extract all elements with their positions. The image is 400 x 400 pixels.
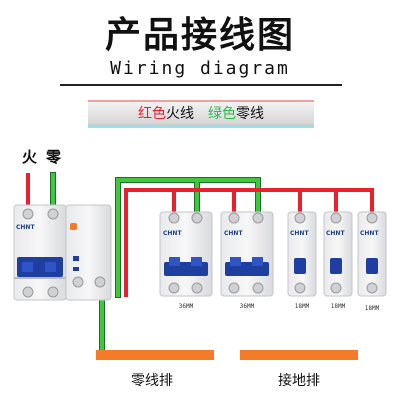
breaker-1p-3: CHNT 18MM [287,211,317,310]
neutral-distribution-core [116,178,260,297]
legend-live-label: 火线 [166,106,194,122]
breaker-2p-1: CHNT 36MM [159,211,213,310]
title-chinese: 产品接线图 [104,14,295,56]
title-english: Wiring diagram [110,58,290,79]
breaker-5-toggle [366,258,378,274]
breaker-4-brand: CHNT [326,230,345,237]
live-distribution-wire [124,188,374,297]
rcd-test-button [70,223,77,230]
breaker-1p-4: CHNT 18MM [323,211,353,310]
neutral-wires [50,172,261,358]
title-underline [60,84,342,86]
breaker-1p-5: CHNT 18MM [357,211,387,312]
legend-neutral-label: 零线 [236,106,264,122]
breaker-2p-2: CHNT 36MM [220,211,274,310]
legend-red-word: 红色 [138,106,166,122]
live-wires [26,173,374,297]
main-breaker-brand: CHNT [16,224,35,231]
breaker-3-brand: CHNT [290,230,309,237]
breaker-4-toggle [330,258,342,274]
neutral-terminal-label: 零 [46,148,62,166]
breaker-2-brand: CHNT [224,230,243,237]
ground-busbar-label: 接地排 [278,373,320,389]
breaker-3-toggle [294,258,306,274]
neutral-busbar [96,350,214,360]
color-legend: 红色火线绿色零线 [88,100,314,128]
breaker-1-width-label: 36MM [179,303,194,310]
breaker-5-brand: CHNT [360,230,379,237]
main-breaker: CHNT [13,204,67,301]
legend-green-word: 绿色 [208,106,236,122]
breaker-5-width-label: 18MM [365,305,380,312]
breaker-2-width-label: 36MM [240,303,255,310]
live-terminal-label: 火 [22,148,38,166]
rcd-module [65,204,112,301]
breaker-4-width-label: 18MM [331,303,346,310]
breaker-3-width-label: 18MM [295,303,310,310]
ground-busbar [240,350,358,360]
breaker-1-brand: CHNT [163,230,182,237]
neutral-busbar-label: 零线排 [131,373,173,389]
